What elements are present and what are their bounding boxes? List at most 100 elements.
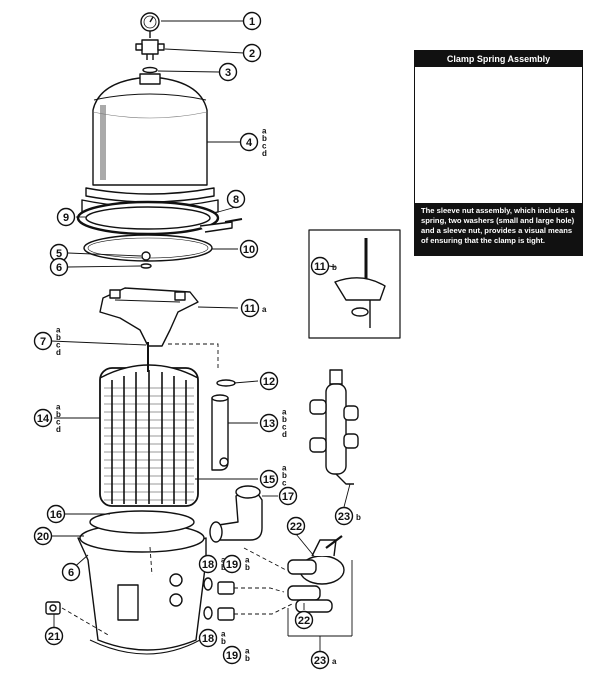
pressure-gauge-drawing xyxy=(140,12,160,38)
callout-circle xyxy=(240,298,260,318)
callout-number: 23 xyxy=(314,655,326,667)
callout-sub-label: b xyxy=(245,563,250,572)
callout-sub-label: c xyxy=(56,341,61,350)
callout-circle xyxy=(294,610,314,630)
panel-description: The sleeve nut assembly, which includes … xyxy=(415,203,582,255)
air-relief-valve-drawing xyxy=(135,39,165,60)
callout-number: 16 xyxy=(50,509,62,521)
callout-sub-label: a xyxy=(221,630,226,639)
callout-circle xyxy=(33,331,53,351)
callout-number: 7 xyxy=(40,336,46,348)
panel-title: Clamp Spring Assembly xyxy=(415,51,582,67)
callout-sub-label: a xyxy=(245,647,250,656)
callout-sub-label: a xyxy=(56,403,61,412)
callout-circle xyxy=(198,628,218,648)
callout-circle xyxy=(226,189,246,209)
manifold-drawing xyxy=(99,287,199,347)
callout-circle xyxy=(286,516,306,536)
callout-circle xyxy=(222,554,242,574)
callout-number: 9 xyxy=(63,212,69,224)
callout-number: 18 xyxy=(202,559,214,571)
callout-circle xyxy=(334,506,354,526)
callout-number: 15 xyxy=(263,474,275,486)
callout-circle xyxy=(33,408,53,428)
connection-lines xyxy=(61,343,293,637)
callout-number: 19 xyxy=(226,650,238,662)
callout-circle xyxy=(239,239,259,259)
callout-sub-label: b xyxy=(56,410,61,419)
callout-sub-label: d xyxy=(56,425,61,434)
callout-number: 13 xyxy=(263,418,275,430)
callout-number: 18 xyxy=(202,633,214,645)
filter-grid-assembly-drawing xyxy=(99,342,199,507)
tank-bottom-drawing xyxy=(77,510,207,655)
callout-number: 6 xyxy=(56,262,62,274)
callout-sub-label: a xyxy=(56,326,61,335)
callout-number: 22 xyxy=(290,521,302,533)
callout-number: 22 xyxy=(298,615,310,627)
callout-circle xyxy=(239,132,259,152)
callout-number: 6 xyxy=(68,567,74,579)
callout-sub-label: b xyxy=(262,134,267,143)
callout-number: 23 xyxy=(338,511,350,523)
callout-circle xyxy=(33,526,53,546)
callout-circle xyxy=(242,11,262,31)
callout-circle xyxy=(61,562,81,582)
clamp-ring-drawing xyxy=(76,200,243,236)
callout-number: 1 xyxy=(249,16,255,28)
callout-sub-label: a xyxy=(332,657,337,666)
callout-sub-label: b xyxy=(356,513,361,522)
callout-sub-label: c xyxy=(262,142,267,151)
callout-circle xyxy=(46,504,66,524)
callout-circle xyxy=(310,650,330,670)
push-pull-valve-drawing xyxy=(309,369,359,485)
callout-sub-label: d xyxy=(56,348,61,357)
callout-circle xyxy=(222,645,242,665)
callout-circle xyxy=(44,626,64,646)
callout-number: 21 xyxy=(48,631,60,643)
clamp-spring-assembly-panel: Clamp Spring Assembly The sleeve nut ass… xyxy=(414,50,583,256)
callout-circle xyxy=(310,256,330,276)
callout-number: 5 xyxy=(56,248,62,260)
callout-number: 2 xyxy=(249,48,255,60)
callout-sub-label: c xyxy=(282,479,287,488)
callout-sub-label: c xyxy=(56,418,61,427)
callout-number: 19 xyxy=(226,559,238,571)
callout-sub-label: a xyxy=(282,464,287,473)
callout-number: 8 xyxy=(233,194,239,206)
callout-number: 11 xyxy=(244,303,256,315)
callout-circle xyxy=(259,469,279,489)
multiport-valve-drawing xyxy=(287,535,345,613)
callout-sub-label: d xyxy=(282,430,287,439)
callout-number: 3 xyxy=(225,67,231,79)
callout-sub-label: b xyxy=(282,415,287,424)
callout-sub-label: a xyxy=(262,127,267,136)
callout-sub-label: b xyxy=(56,333,61,342)
callout-sub-label: a xyxy=(245,556,250,565)
callout-circle xyxy=(259,413,279,433)
elbow-drawing xyxy=(209,485,263,543)
o-ring-small-drawing xyxy=(140,263,152,269)
air-bleed-drawing xyxy=(141,251,151,261)
callout-circle xyxy=(259,371,279,391)
standpipe-o-ring-drawing xyxy=(216,379,236,387)
callout-sub-label: a xyxy=(262,305,267,314)
callout-circle xyxy=(198,554,218,574)
callout-sub-label: b xyxy=(221,637,226,646)
callout-circle xyxy=(278,486,298,506)
callout-number: 4 xyxy=(246,137,253,149)
callout-circle xyxy=(56,207,76,227)
callout-number: 17 xyxy=(282,491,294,503)
o-ring-18-drawing xyxy=(203,577,213,591)
callout-circle xyxy=(218,62,238,82)
callout-number: 20 xyxy=(37,531,49,543)
callout-number: 14 xyxy=(37,413,50,425)
callout-number: 12 xyxy=(263,376,275,388)
tank-dome-drawing xyxy=(81,73,219,220)
tank-o-ring-drawing xyxy=(83,234,213,262)
standpipe-drawing xyxy=(211,394,229,471)
o-ring-drawing xyxy=(142,66,158,74)
callout-sub-label: a xyxy=(282,408,287,417)
callout-number: 11 xyxy=(314,261,326,273)
